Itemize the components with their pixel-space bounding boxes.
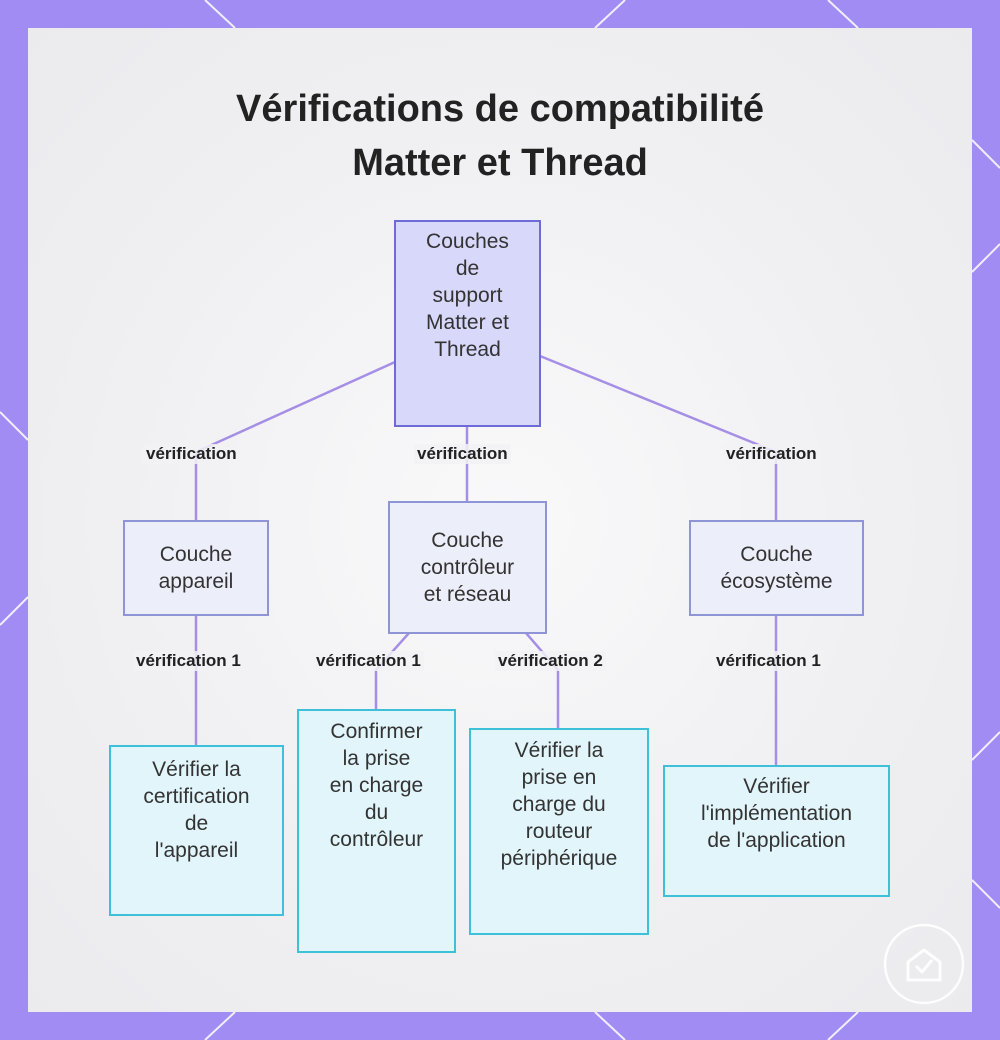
node-verify-app-label: Vérifier l'implémentation de l'applicati…	[700, 775, 853, 852]
edge-label-device-verify: vérification 1	[133, 651, 244, 671]
node-ecosystem-layer: Couche écosystème	[689, 520, 864, 616]
node-controller-layer: Couche contrôleur et réseau	[388, 501, 547, 634]
node-device-layer-label: Couche appareil	[158, 543, 234, 593]
node-root-label: Couches de support Matter et Thread	[426, 230, 509, 361]
edge-root-device	[194, 360, 396, 520]
edge-label-controller-confirm: vérification 1	[313, 651, 424, 671]
node-confirm-controller: Confirmer la prise en charge du contrôle…	[297, 709, 456, 953]
node-device-layer: Couche appareil	[123, 520, 269, 616]
edge-controller-router	[525, 632, 560, 728]
node-confirm-controller-label: Confirmer la prise en charge du contrôle…	[329, 720, 424, 851]
node-verify-device: Vérifier la certification de l'appareil	[109, 745, 284, 916]
diagram-title: Vérifications de compatibilité Matter et…	[0, 82, 1000, 190]
node-ecosystem-layer-label: Couche écosystème	[720, 543, 833, 593]
edge-label-root-ecosystem: vérification	[723, 444, 820, 464]
edge-label-root-device: vérification	[143, 444, 240, 464]
node-verify-border-router-label: Vérifier la prise en charge du routeur p…	[500, 739, 618, 870]
title-line-2: Matter et Thread	[352, 142, 648, 184]
node-verify-border-router: Vérifier la prise en charge du routeur p…	[469, 728, 649, 935]
edge-label-ecosystem-app: vérification 1	[713, 651, 824, 671]
title-line-1: Vérifications de compatibilité	[236, 88, 764, 130]
house-check-icon	[883, 923, 965, 1005]
node-verify-device-label: Vérifier la certification de l'appareil	[143, 758, 250, 862]
edge-root-ecosystem	[539, 354, 778, 520]
node-verify-app: Vérifier l'implémentation de l'applicati…	[663, 765, 890, 897]
edge-label-root-controller: vérification	[414, 444, 511, 464]
edge-label-controller-router: vérification 2	[495, 651, 606, 671]
edge-controller-confirm	[374, 632, 410, 709]
node-controller-layer-label: Couche contrôleur et réseau	[420, 529, 515, 606]
node-root: Couches de support Matter et Thread	[394, 220, 541, 427]
